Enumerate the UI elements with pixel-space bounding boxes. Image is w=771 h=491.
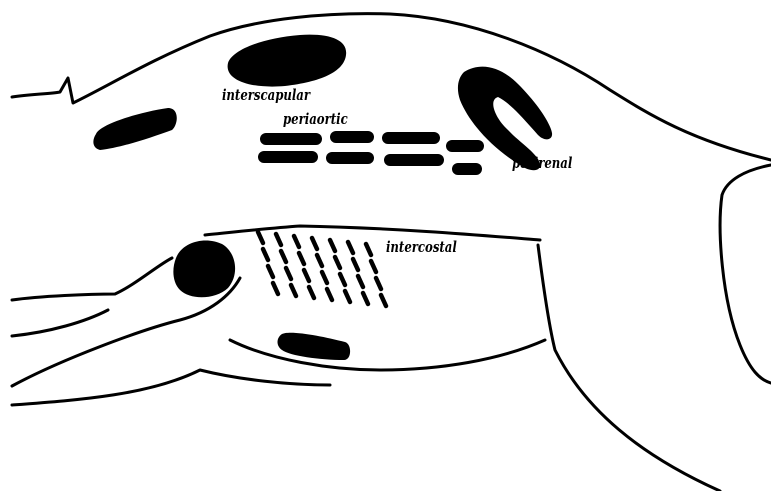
- intercostal-segment: [309, 287, 314, 298]
- intercostal-segment: [263, 249, 268, 260]
- chest-outline: [205, 226, 540, 240]
- intercostal-segment: [366, 244, 371, 255]
- intercostal-segment: [345, 291, 350, 302]
- periaortic-segment: [452, 163, 482, 175]
- intercostal-segment: [353, 259, 358, 270]
- periaortic-segment: [258, 151, 318, 163]
- periaortic-segment: [260, 133, 322, 145]
- periaortic-segment: [330, 131, 374, 143]
- intercostal-segment: [299, 253, 304, 264]
- periaortic-segment: [326, 152, 374, 164]
- ventral-outline: [12, 370, 330, 405]
- label-interscapular: interscapular: [222, 87, 311, 105]
- label-perirenal: perirenal: [512, 155, 572, 173]
- intercostal-segment: [286, 268, 291, 279]
- cervical-depot: [93, 108, 176, 150]
- tail-base-outline: [720, 165, 771, 383]
- intercostal-segment: [258, 232, 263, 243]
- hindleg-front-outline: [538, 245, 720, 491]
- periaortic-segment: [446, 140, 484, 152]
- periaortic-segment: [384, 154, 444, 166]
- fat-depots: [93, 35, 552, 360]
- belly-outline: [230, 340, 545, 370]
- label-intercostal: intercostal: [386, 239, 457, 257]
- intercostal-segment: [335, 257, 340, 268]
- intercostal-segment: [276, 234, 281, 245]
- intercostal-segment: [317, 255, 322, 266]
- intercostal-depots: [258, 232, 386, 306]
- intercostal-segment: [281, 251, 286, 262]
- intercostal-segment: [291, 285, 296, 296]
- intercostal-segment: [358, 276, 363, 287]
- intercostal-segment: [304, 270, 309, 281]
- label-periaortic: periaortic: [283, 111, 348, 129]
- intercostal-segment: [322, 272, 327, 283]
- intercostal-segment: [327, 289, 332, 300]
- periaortic-depots: [258, 131, 484, 175]
- intercostal-segment: [363, 293, 368, 304]
- intercostal-segment: [376, 278, 381, 289]
- interscapular-depot: [228, 35, 347, 87]
- foreleg-upper-outline: [12, 258, 172, 300]
- intercostal-segment: [312, 238, 317, 249]
- foreleg-middle-outline: [12, 310, 108, 336]
- periaortic-segment: [382, 132, 440, 144]
- intercostal-segment: [330, 240, 335, 251]
- axillary-depot: [173, 240, 235, 297]
- intercostal-segment: [371, 261, 376, 272]
- intercostal-segment: [381, 295, 386, 306]
- inguinal-depot: [278, 333, 351, 360]
- intercostal-segment: [340, 274, 345, 285]
- intercostal-segment: [294, 236, 299, 247]
- intercostal-segment: [273, 283, 278, 294]
- intercostal-segment: [268, 266, 273, 277]
- intercostal-segment: [348, 242, 353, 253]
